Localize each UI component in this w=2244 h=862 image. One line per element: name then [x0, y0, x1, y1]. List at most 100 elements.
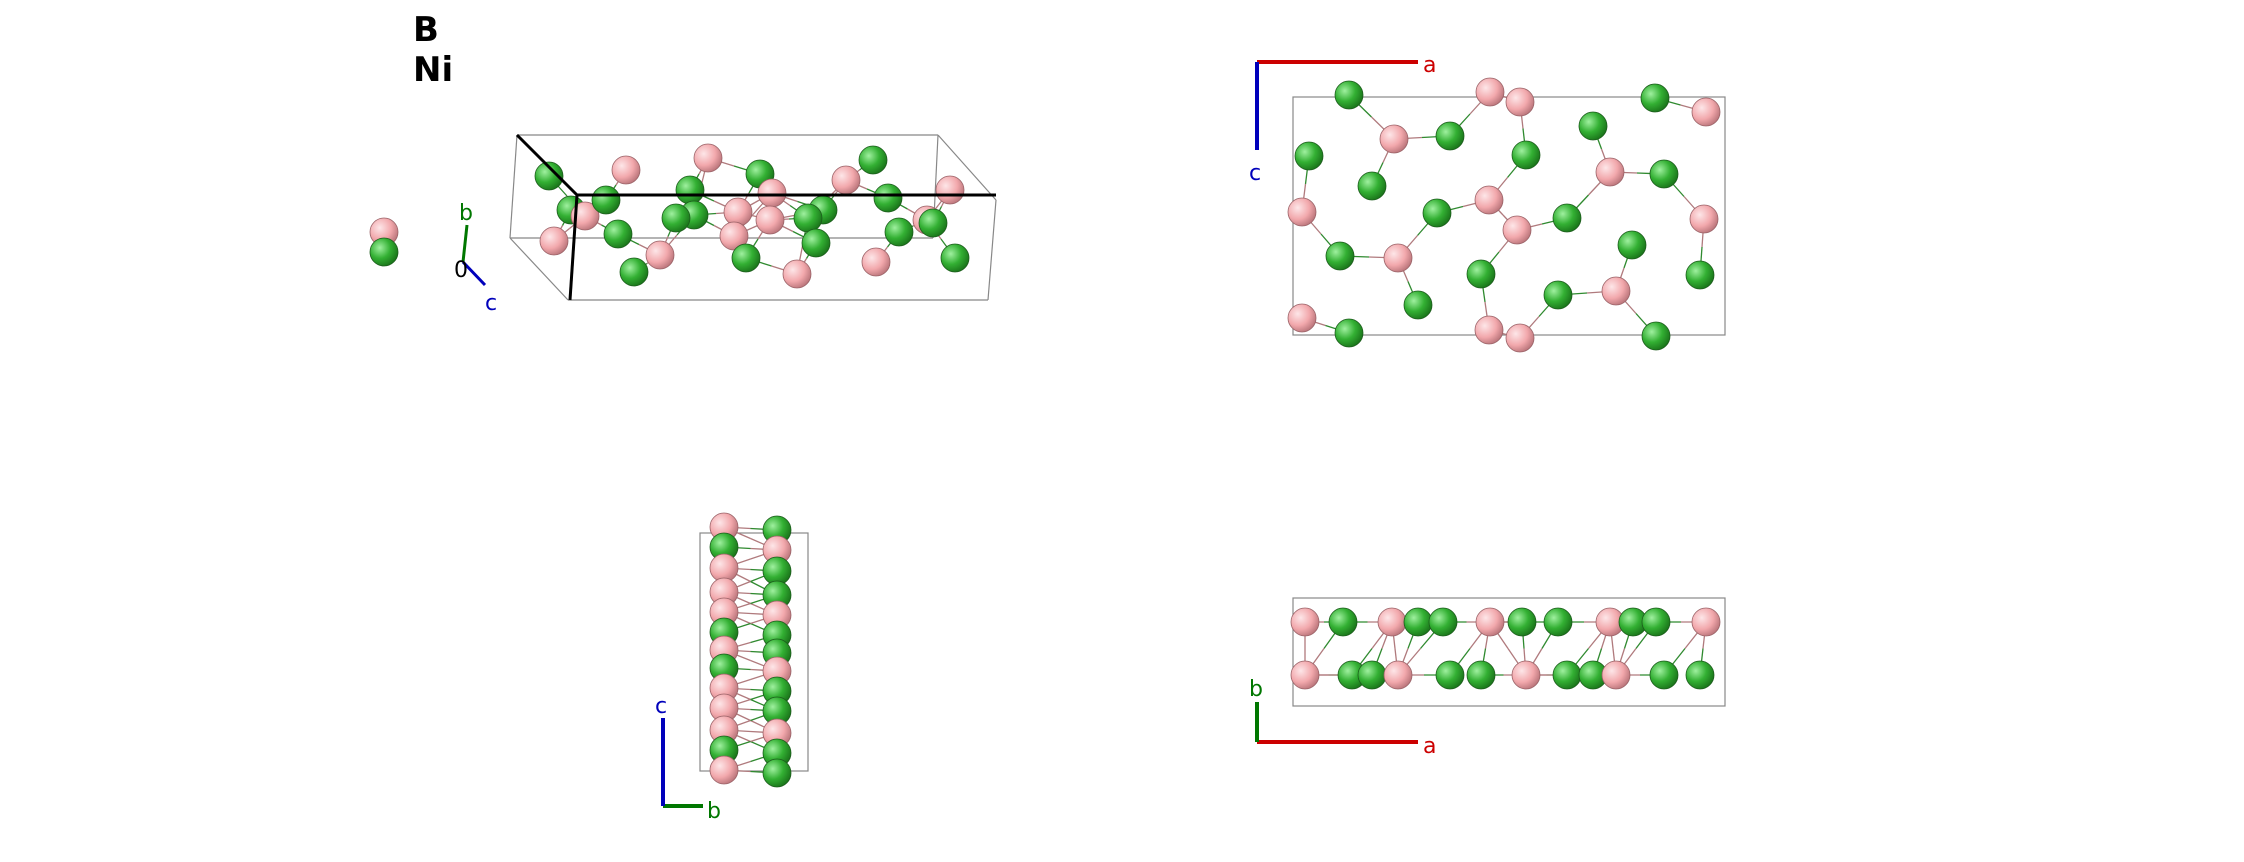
nickel-atom	[1543, 607, 1573, 637]
nickel-atom	[1466, 660, 1496, 690]
ac-bonds	[1301, 91, 1707, 339]
axis-triad-bc: c b	[655, 694, 721, 824]
axis-label-c: c	[655, 694, 667, 719]
nickel-atom	[1617, 230, 1647, 260]
perspective-view: b 0 c	[454, 133, 997, 316]
axis-triad-persp: b 0 c	[454, 201, 497, 316]
boron-atom	[1689, 204, 1719, 234]
axis-label-c: c	[485, 291, 497, 316]
nickel-atom	[873, 183, 903, 213]
nickel-atom	[1685, 660, 1715, 690]
ac-atoms	[1287, 77, 1721, 353]
boron-atom	[1474, 185, 1504, 215]
nickel-atom	[1649, 159, 1679, 189]
nickel-atom	[801, 228, 831, 258]
legend-element-b: B	[413, 10, 439, 50]
boron-atom	[539, 226, 569, 256]
nickel-atom	[1543, 280, 1573, 310]
perspective-atoms	[534, 143, 970, 289]
boron-atom	[1505, 87, 1535, 117]
boron-atom	[1502, 215, 1532, 245]
legend-nickel-atom	[369, 237, 399, 267]
boron-atom	[1377, 607, 1407, 637]
boron-atom	[1595, 157, 1625, 187]
boron-atom	[1287, 303, 1317, 333]
boron-atom	[709, 755, 739, 785]
nickel-atom	[1403, 290, 1433, 320]
boron-atom	[1691, 97, 1721, 127]
nickel-atom	[858, 145, 888, 175]
boron-atom	[1691, 607, 1721, 637]
boron-atom	[1290, 607, 1320, 637]
boron-atom	[755, 205, 785, 235]
nickel-atom	[793, 203, 823, 233]
nickel-atom	[1435, 660, 1465, 690]
axis-label-origin: 0	[454, 258, 468, 283]
boron-atom	[719, 221, 749, 251]
boron-atom	[645, 240, 675, 270]
legend-atoms	[369, 217, 399, 267]
nickel-atom	[1507, 607, 1537, 637]
axis-label-b: b	[459, 201, 473, 226]
boron-atom	[570, 201, 600, 231]
nickel-atom	[603, 219, 633, 249]
unit-cell-bc	[699, 532, 809, 772]
nickel-atom	[1641, 321, 1671, 351]
ab-atoms	[1290, 607, 1721, 690]
nickel-atom	[940, 243, 970, 273]
nickel-atom	[675, 175, 705, 205]
axis-label-b: b	[1249, 677, 1263, 702]
boron-atom	[1475, 77, 1505, 107]
boron-atom	[1601, 276, 1631, 306]
unit-cell-ab	[1292, 597, 1726, 707]
unit-cell-ac	[1292, 96, 1726, 336]
boron-atom	[831, 165, 861, 195]
cell-axes-overlay	[515, 133, 996, 301]
axis-label-a: a	[1423, 53, 1436, 78]
nickel-atom	[918, 208, 948, 238]
axis-label-c: c	[1249, 161, 1261, 186]
nickel-atom	[1357, 171, 1387, 201]
boron-atom	[723, 197, 753, 227]
nickel-atom	[1435, 121, 1465, 151]
nickel-atom	[884, 217, 914, 247]
nickel-atom	[1466, 259, 1496, 289]
nickel-atom	[1428, 607, 1458, 637]
legend-element-ni: Ni	[413, 50, 454, 90]
nickel-atom	[1649, 660, 1679, 690]
nickel-atom	[1422, 198, 1452, 228]
boron-atom	[611, 155, 641, 185]
projection-bc-view: c b	[655, 512, 809, 824]
nickel-atom	[661, 203, 691, 233]
nickel-atom	[1403, 607, 1433, 637]
boron-atom	[1505, 323, 1535, 353]
nickel-atom	[762, 758, 792, 788]
axis-triad-ab: b a	[1249, 677, 1436, 759]
nickel-atom	[1294, 141, 1324, 171]
nickel-atom	[1357, 660, 1387, 690]
nickel-atom	[1640, 83, 1670, 113]
boron-atom	[861, 247, 891, 277]
boron-atom	[1511, 660, 1541, 690]
axis-label-a: a	[1423, 734, 1436, 759]
nickel-atom	[1578, 111, 1608, 141]
boron-atom	[1290, 660, 1320, 690]
boron-atom	[935, 175, 965, 205]
nickel-atom	[1328, 607, 1358, 637]
projection-ab-view: b a	[1249, 597, 1726, 759]
boron-atom	[1383, 660, 1413, 690]
bc-atoms	[709, 512, 792, 788]
nickel-atom	[1511, 140, 1541, 170]
nickel-atom	[534, 161, 564, 191]
boron-atom	[1474, 315, 1504, 345]
nickel-atom	[1641, 607, 1671, 637]
nickel-atom	[1552, 660, 1582, 690]
axis-triad-ac: a c	[1249, 53, 1436, 186]
boron-atom	[782, 259, 812, 289]
boron-atom	[1475, 607, 1505, 637]
nickel-atom	[1685, 260, 1715, 290]
boron-atom	[1287, 197, 1317, 227]
boron-atom	[757, 178, 787, 208]
boron-atom	[1379, 124, 1409, 154]
